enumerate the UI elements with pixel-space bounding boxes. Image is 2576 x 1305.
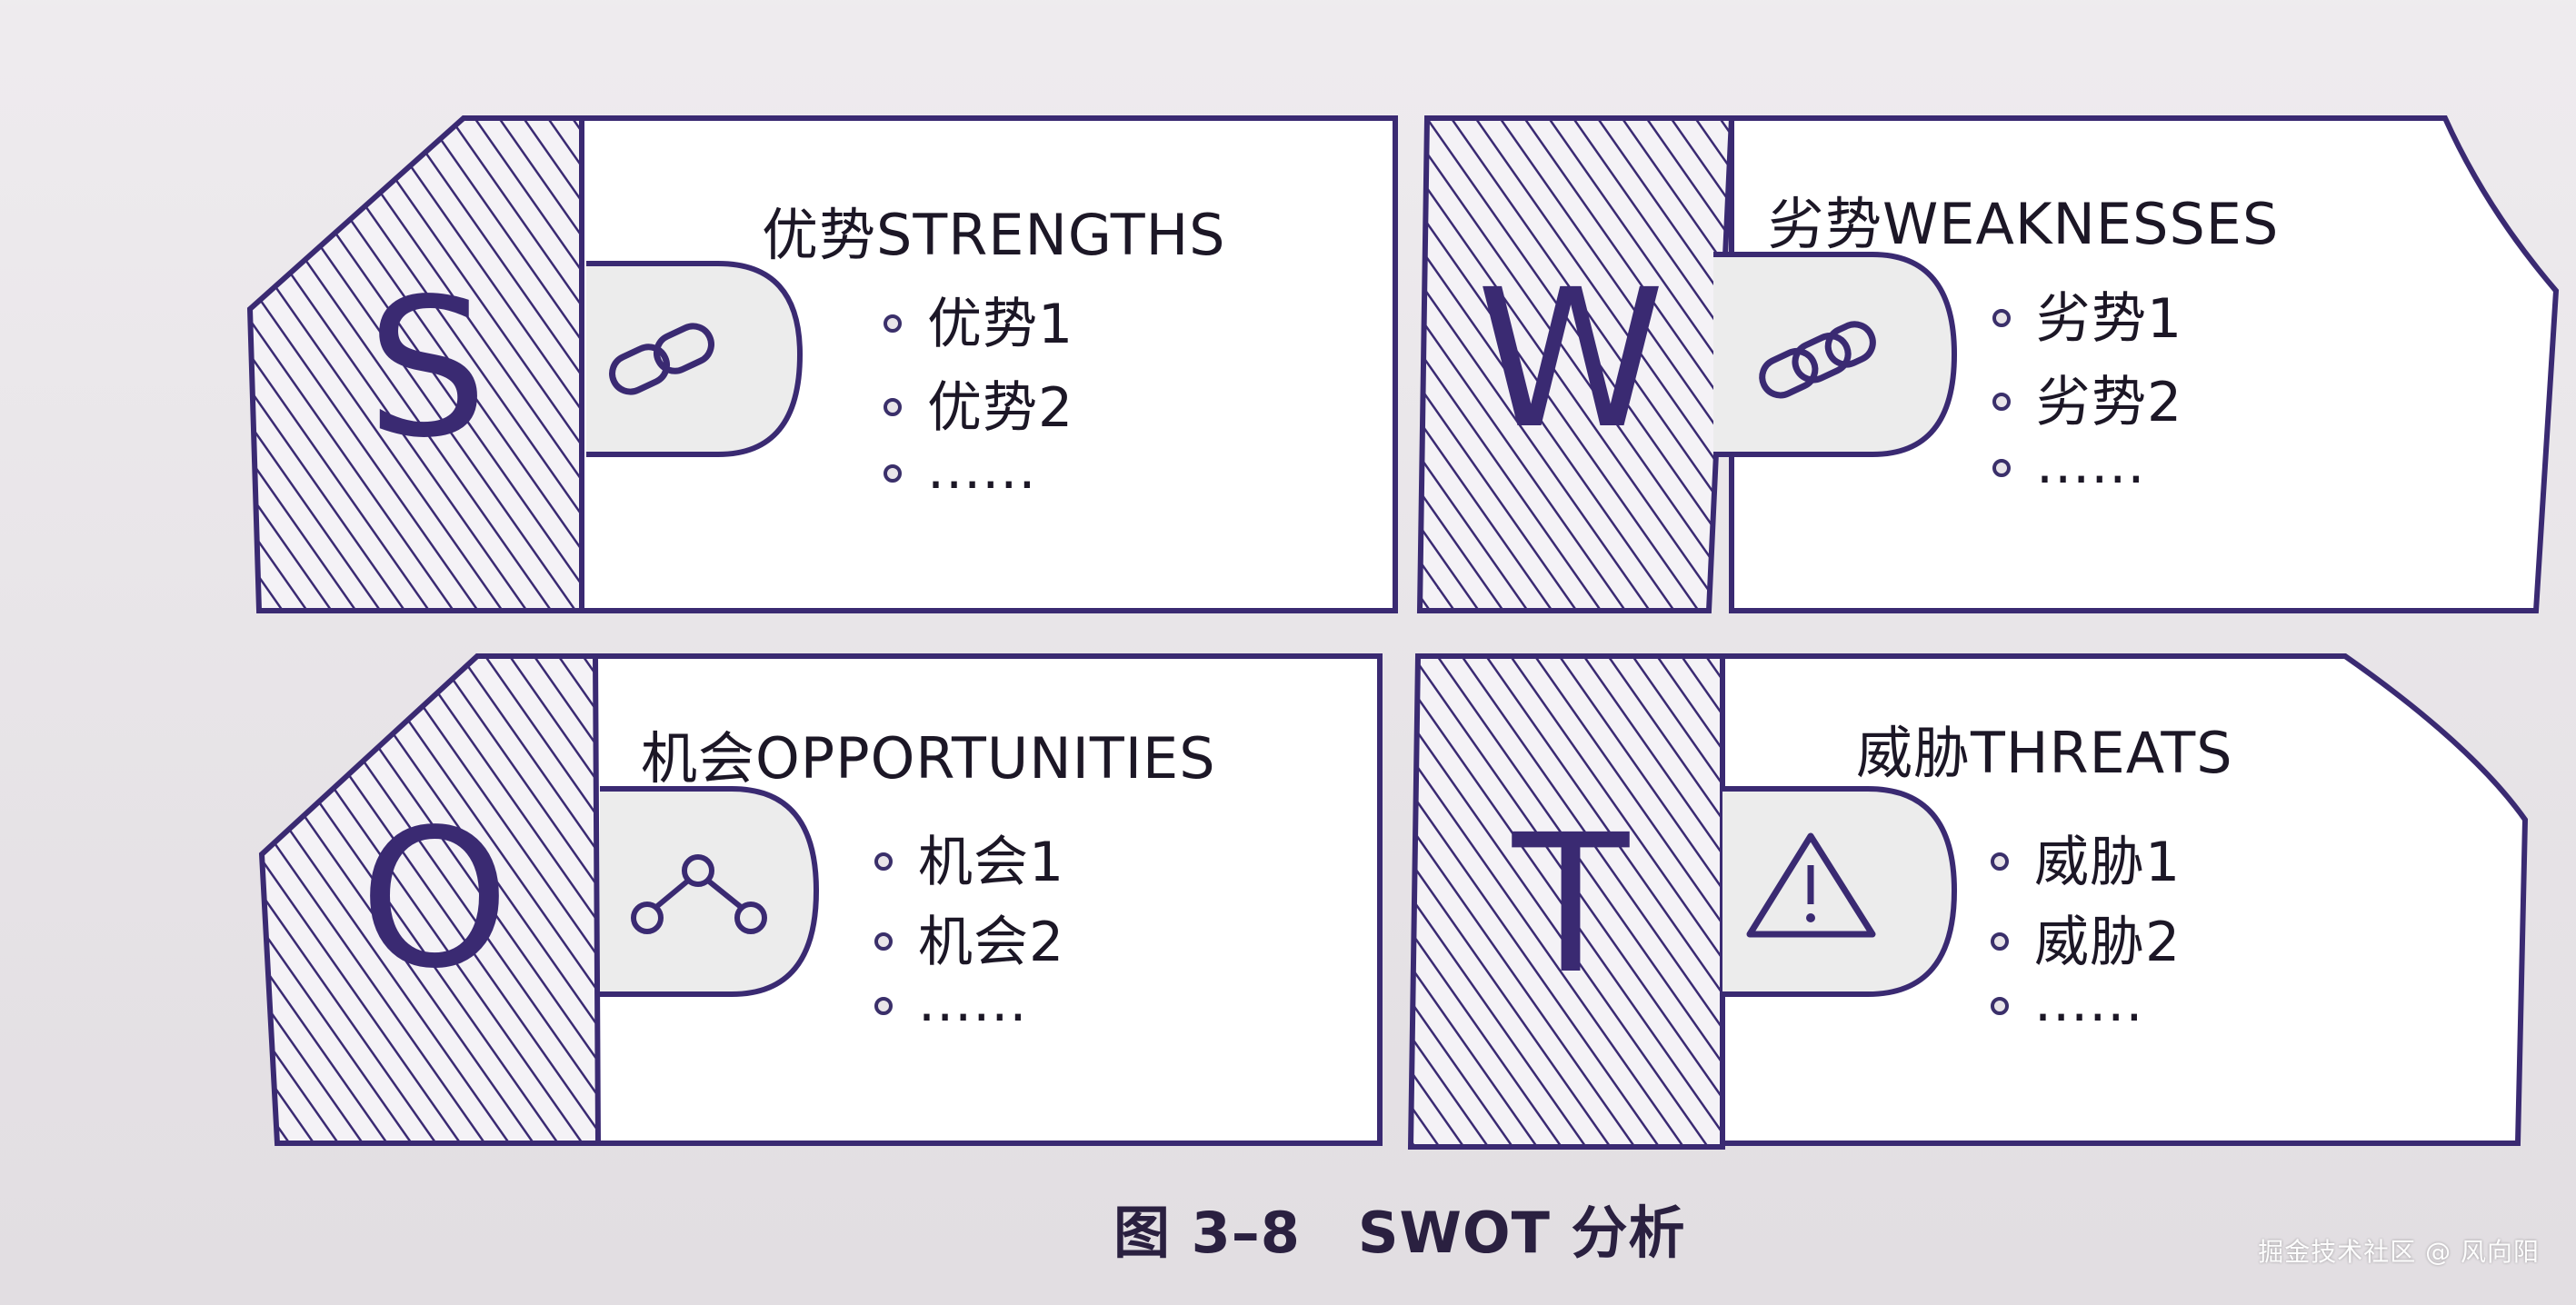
weaknesses-title: 劣势WEAKNESSES bbox=[1768, 191, 2280, 257]
share-nodes-icon bbox=[631, 854, 767, 934]
figure-caption: 图 3–8 SWOT 分析 bbox=[1113, 1200, 1686, 1266]
strengths-title: 优势STRENGTHS bbox=[762, 202, 1226, 268]
threats-letter: T bbox=[1512, 793, 1630, 1016]
opportunities-icon-bubble bbox=[600, 786, 820, 997]
strengths-item-3: ...... bbox=[883, 438, 1037, 502]
threats-item-2: 威胁2 bbox=[1990, 898, 2181, 977]
warning-icon bbox=[1746, 832, 1876, 938]
strengths-item-2: 优势2 bbox=[883, 364, 1073, 443]
threats-hatched-tab bbox=[1407, 653, 1725, 1150]
link-icon bbox=[1759, 321, 1876, 399]
threats-item-1: 威胁1 bbox=[1990, 818, 2181, 897]
threats-icon-bubble bbox=[1722, 786, 1958, 997]
strengths-icon-bubble bbox=[586, 261, 804, 457]
weaknesses-card-body bbox=[1729, 115, 2560, 613]
opportunities-card bbox=[258, 653, 1383, 1146]
opportunities-item-3: ...... bbox=[874, 971, 1028, 1034]
opportunities-item-2: 机会2 bbox=[874, 898, 1064, 977]
link-icon bbox=[609, 323, 714, 395]
watermark: 掘金技术社区 @ 风向阳 bbox=[2258, 1237, 2540, 1267]
weaknesses-item-2: 劣势2 bbox=[1992, 358, 2182, 437]
weaknesses-card bbox=[1416, 115, 2560, 613]
weaknesses-hatched-tab bbox=[1416, 115, 1735, 613]
weaknesses-letter: W bbox=[1476, 248, 1665, 471]
strengths-letter: S bbox=[366, 257, 487, 480]
weaknesses-icon-bubble bbox=[1713, 252, 1958, 457]
strengths-card bbox=[246, 115, 1398, 613]
opportunities-title: 机会OPPORTUNITIES bbox=[641, 725, 1216, 792]
threats-item-3: ...... bbox=[1990, 971, 2144, 1034]
opportunities-item-1: 机会1 bbox=[874, 818, 1064, 897]
weaknesses-item-3: ...... bbox=[1992, 433, 2146, 496]
opportunities-letter: O bbox=[359, 788, 509, 1011]
weaknesses-item-1: 劣势1 bbox=[1992, 274, 2182, 354]
threats-title: 威胁THREATS bbox=[1856, 720, 2233, 786]
strengths-item-1: 优势1 bbox=[883, 280, 1073, 359]
threats-card-body bbox=[1720, 653, 2529, 1146]
threats-card bbox=[1407, 653, 2529, 1150]
strengths-hatched-tab bbox=[246, 115, 584, 613]
opportunities-hatched-tab bbox=[258, 653, 602, 1146]
